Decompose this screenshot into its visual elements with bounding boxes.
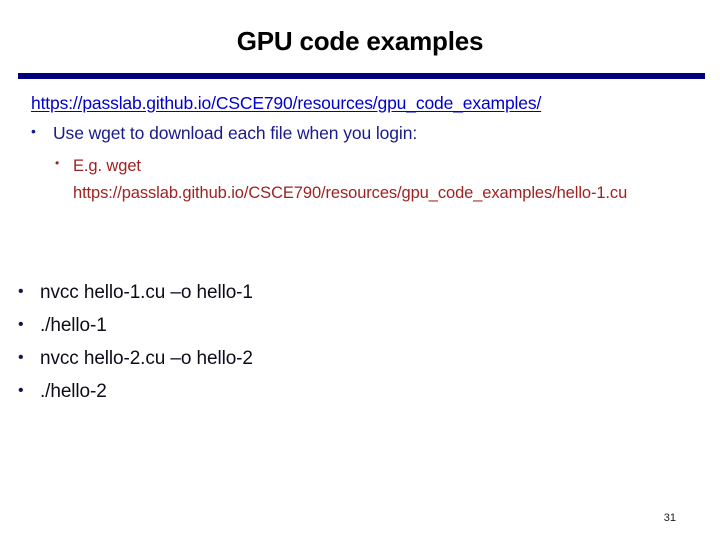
list-item: • nvcc hello-2.cu –o hello-2 (14, 348, 514, 381)
gpu-code-examples-link[interactable]: https://passlab.github.io/CSCE790/resour… (31, 93, 542, 113)
bullet-icon: • (18, 316, 24, 333)
list-item: • ./hello-2 (14, 381, 514, 414)
list-item-label: Use wget to download each file when you … (53, 123, 418, 143)
sub-list: • E.g. wget https://passlab.github.io/CS… (55, 153, 720, 206)
list-item-label: nvcc hello-2.cu –o hello-2 (40, 348, 253, 369)
wget-example-url: https://passlab.github.io/CSCE790/resour… (73, 183, 628, 202)
page-number: 31 (663, 512, 676, 524)
bullet-icon: • (55, 156, 60, 170)
bullet-icon: • (18, 349, 24, 366)
page-title: GPU code examples (236, 26, 484, 56)
list-item: • nvcc hello-1.cu –o hello-1 (14, 282, 514, 315)
list-item-label: ./hello-2 (40, 381, 107, 402)
list-item-label: ./hello-1 (40, 315, 107, 336)
list-item-label: E.g. wget (73, 157, 141, 175)
list-item: • ./hello-1 (14, 315, 514, 348)
list-item-label: nvcc hello-1.cu –o hello-1 (40, 282, 253, 303)
list-item: • Use wget to download each file when you… (31, 123, 691, 144)
title-divider (18, 73, 705, 79)
list-item: • E.g. wget (55, 153, 720, 180)
bullet-icon: • (31, 123, 36, 139)
list-item: https://passlab.github.io/CSCE790/resour… (55, 180, 720, 207)
command-list: • nvcc hello-1.cu –o hello-1 • ./hello-1… (14, 282, 514, 414)
bullet-icon: • (18, 283, 24, 300)
bullet-icon: • (18, 382, 24, 399)
